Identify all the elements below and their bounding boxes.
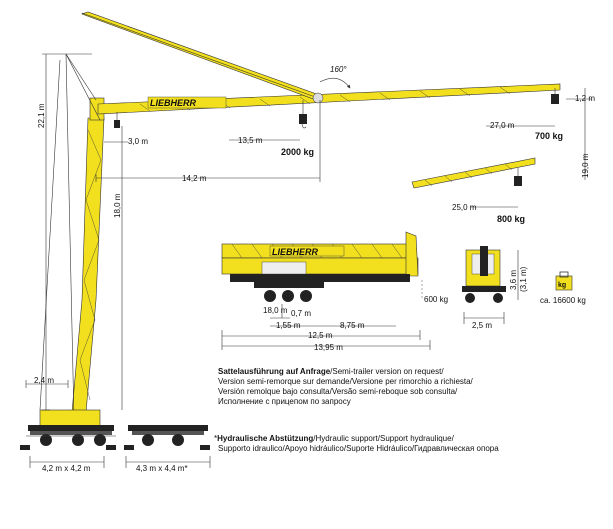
- dim-radius-13-5: 13,5 m: [238, 136, 263, 145]
- dim-transport-600: 600 kg: [424, 295, 448, 304]
- transport-side-view: LIEBHERR 18,0 m 0,7 m 1,55 m 8,75 m 12,5…: [221, 231, 448, 352]
- dim-transport-13-95: 13,95 m: [314, 343, 343, 352]
- dim-height-19: 19,0 m: [581, 153, 590, 178]
- dim-radius-25: 25,0 m: [452, 203, 477, 212]
- dim-height-3-6: 3,6 m: [509, 270, 518, 290]
- dim-height-18: 18,0 m: [113, 193, 122, 218]
- hook-700: [551, 88, 559, 104]
- svg-text:kg: kg: [558, 282, 566, 289]
- hydraulic-support-note: *Hydraulische Abstützung/Hydraulic suppo…: [214, 434, 499, 453]
- dim-transport-1-55: 1,55 m: [276, 321, 301, 330]
- dim-1-2: 1,2 m: [575, 94, 595, 103]
- dim-transport-8-75: 8,75 m: [340, 321, 365, 330]
- trailer-base: [124, 425, 210, 450]
- dim-height-3-1: (3,1 m): [519, 266, 528, 292]
- dim-offset-3: 3,0 m: [128, 137, 148, 146]
- dim-base-2-4: 2,4 m: [34, 376, 54, 385]
- transport-end-view: 3,6 m (3,1 m) 2,5 m kg ca. 16600 kg: [462, 246, 586, 330]
- load-2000: 2000 kg: [281, 147, 314, 157]
- dim-radius-14-2: 14,2 m: [182, 174, 207, 183]
- erected-crane: LIEBHERR 160°: [20, 11, 595, 473]
- dim-height-22-1: 22,1 m: [37, 103, 46, 128]
- load-700: 700 kg: [535, 131, 563, 141]
- brand-logo: LIEBHERR: [150, 98, 197, 108]
- weight-icon: kg: [555, 271, 573, 291]
- hook-small: [114, 112, 120, 128]
- rotation-label: 160°: [330, 65, 347, 74]
- dim-transport-0-7: 0,7 m: [291, 309, 311, 318]
- load-800: 800 kg: [497, 214, 525, 224]
- dim-support-4-3: 4,3 m x 4,4 m*: [136, 464, 188, 473]
- weight-total: ca. 16600 kg: [540, 296, 586, 305]
- transport-brand-logo: LIEBHERR: [272, 247, 319, 257]
- dim-support-4-2: 4,2 m x 4,2 m: [42, 464, 91, 473]
- crane-base: [20, 409, 116, 450]
- dim-transport-12-5: 12,5 m: [308, 331, 333, 340]
- tower-mast: [71, 117, 105, 413]
- hook-2000: [299, 100, 307, 129]
- dim-radius-27: 27,0 m: [490, 121, 515, 130]
- semi-trailer-note: Sattelausführung auf Anfrage/Semi-traile…: [218, 367, 473, 406]
- short-jib-sketch: 25,0 m 800 kg: [411, 157, 536, 224]
- rotation-arc: [319, 77, 351, 89]
- dim-width-2-5: 2,5 m: [472, 321, 492, 330]
- dim-transport-18: 18,0 m: [263, 306, 288, 315]
